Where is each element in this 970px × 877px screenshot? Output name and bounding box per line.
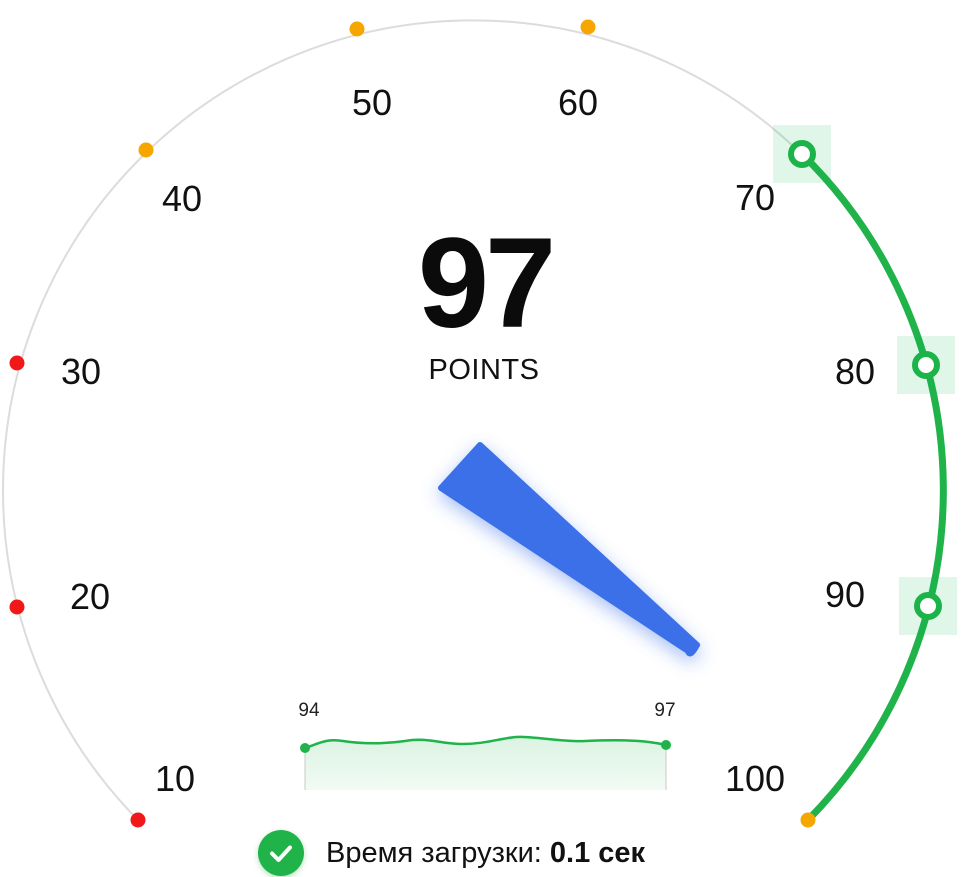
sparkline-end-point	[661, 740, 671, 750]
tick-markers	[9, 19, 942, 828]
trend-sparkline: 94 97	[298, 700, 676, 790]
tick-marker-100	[800, 812, 816, 828]
load-time-text: Время загрузки: 0.1 сек	[326, 837, 645, 870]
tick-label-60: 60	[558, 82, 598, 123]
tick-label-80: 80	[835, 351, 875, 392]
tick-marker-50	[349, 21, 365, 37]
score-unit-label: POINTS	[429, 354, 540, 386]
tick-label-30: 30	[61, 351, 101, 392]
tick-marker-90	[914, 592, 942, 620]
tick-labels: 10 20 30 40 50 60 70 80 90 100	[61, 82, 875, 799]
tick-label-70: 70	[735, 177, 775, 218]
tick-label-10: 10	[155, 758, 195, 799]
tick-marker-30	[9, 355, 25, 371]
score-needle	[438, 442, 700, 657]
checkmark-icon	[258, 830, 304, 876]
sparkline-start-point	[300, 743, 310, 753]
tick-marker-10	[130, 812, 146, 828]
load-time-row: Время загрузки: 0.1 сек	[258, 829, 645, 877]
tick-marker-70	[788, 140, 816, 168]
tick-marker-40	[138, 142, 154, 158]
score-value: 97	[418, 212, 552, 355]
tick-label-20: 20	[70, 576, 110, 617]
tick-marker-60	[580, 19, 596, 35]
tick-label-100: 100	[725, 758, 785, 799]
sparkline-line	[303, 735, 668, 750]
tick-marker-20	[9, 599, 25, 615]
sparkline-start-label: 94	[298, 700, 320, 721]
sparkline-area	[305, 736, 666, 790]
tick-marker-80	[912, 351, 940, 379]
tick-label-50: 50	[352, 82, 392, 123]
gauge-progress-arc	[798, 150, 947, 824]
load-time-value: 0.1 сек	[549, 836, 646, 869]
sparkline-end-label: 97	[654, 700, 675, 721]
tick-label-90: 90	[825, 574, 865, 615]
tick-label-40: 40	[162, 178, 202, 219]
load-time-label: Время загрузки:	[326, 836, 542, 869]
